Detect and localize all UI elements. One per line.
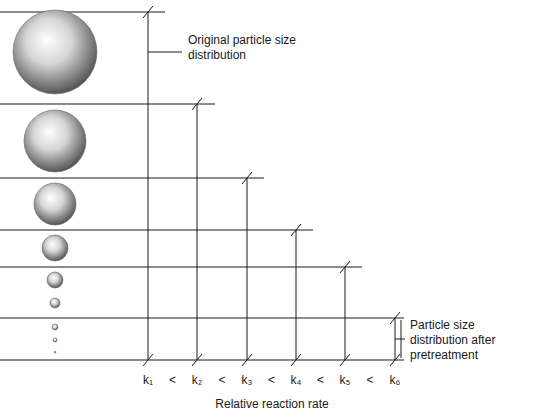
rate-constant: k₆ bbox=[390, 373, 401, 388]
comparison-sign: < bbox=[268, 373, 275, 388]
axis-title: Relative reaction rate bbox=[215, 397, 328, 412]
tick-mark bbox=[143, 6, 153, 18]
distribution-label: Original particle size distribution bbox=[188, 33, 313, 63]
tick-mark bbox=[242, 354, 252, 366]
tick-mark bbox=[340, 354, 350, 366]
tick-mark bbox=[242, 172, 252, 184]
tick-mark bbox=[291, 224, 301, 236]
rate-constant: k₄ bbox=[291, 373, 302, 388]
particles bbox=[13, 10, 97, 353]
comparison-sign: < bbox=[218, 373, 225, 388]
comparison-sign: < bbox=[317, 373, 324, 388]
rate-constant: k₁ bbox=[143, 373, 153, 388]
rate-constant: k₃ bbox=[242, 373, 253, 388]
comparison-sign: < bbox=[169, 373, 176, 388]
tick-mark bbox=[143, 354, 153, 366]
comparison-sign: < bbox=[366, 373, 373, 388]
rate-constant: k₅ bbox=[340, 373, 351, 388]
tick-mark bbox=[390, 312, 400, 324]
tick-mark bbox=[192, 98, 202, 110]
distribution-label: Particle size distribution after pretrea… bbox=[410, 318, 528, 363]
tick-mark bbox=[340, 261, 350, 273]
tick-mark bbox=[291, 354, 301, 366]
tick-mark bbox=[192, 354, 202, 366]
rate-constant: k₂ bbox=[192, 373, 203, 388]
tick-mark bbox=[390, 354, 400, 366]
tick-marks bbox=[143, 6, 400, 366]
